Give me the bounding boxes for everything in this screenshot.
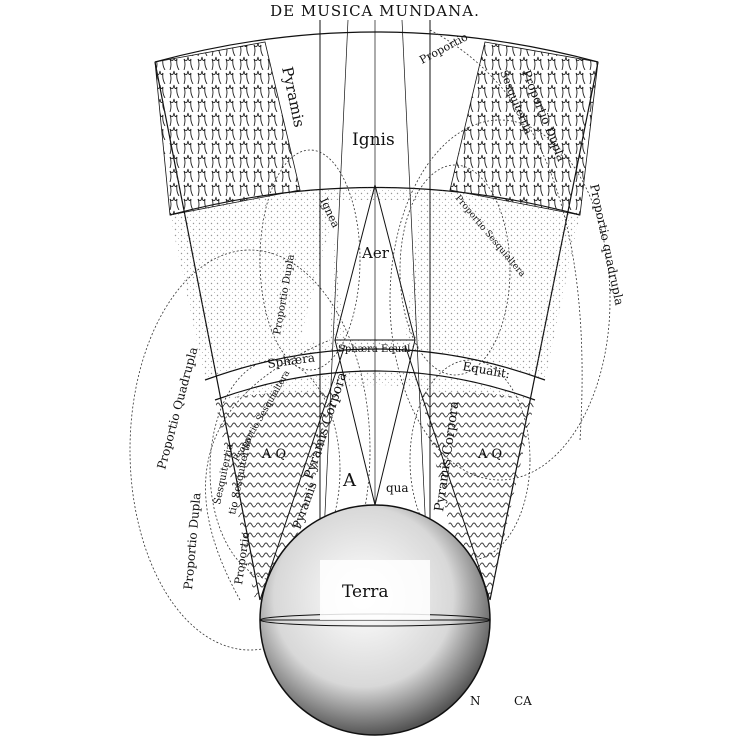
terra-label: Terra <box>342 582 388 602</box>
page-title: DE MUSICA MUNDANA. <box>270 2 480 20</box>
sphaera-center-label: Sphæra Equal <box>338 344 410 355</box>
ignis-label: Ignis <box>352 130 395 150</box>
water-band <box>215 371 535 600</box>
proportio-quadrupla-left-label: Proportio Quadrupla <box>154 346 200 471</box>
aqua-rest-label: qua <box>386 481 409 495</box>
aer-label: Aer <box>361 244 390 262</box>
signature-mark-b: CA <box>514 694 532 708</box>
proportion-arcs <box>129 29 611 651</box>
aqua-a-label: A <box>342 470 357 491</box>
aq-right-label: A Q <box>477 447 502 462</box>
proportio-dupla-lower-left-label: Proportio Dupla <box>181 492 203 590</box>
sphaera-left-label: Sphæra <box>266 350 315 371</box>
aq-left-label: A Q <box>261 447 286 462</box>
signature-mark-a: N <box>470 694 481 708</box>
proportio-top-right-label: Proportio <box>417 30 470 66</box>
earth-globe <box>259 504 491 736</box>
proportio-quadrupla-right-label: Proportio quadrupla <box>587 183 626 307</box>
fire-band <box>154 41 599 216</box>
